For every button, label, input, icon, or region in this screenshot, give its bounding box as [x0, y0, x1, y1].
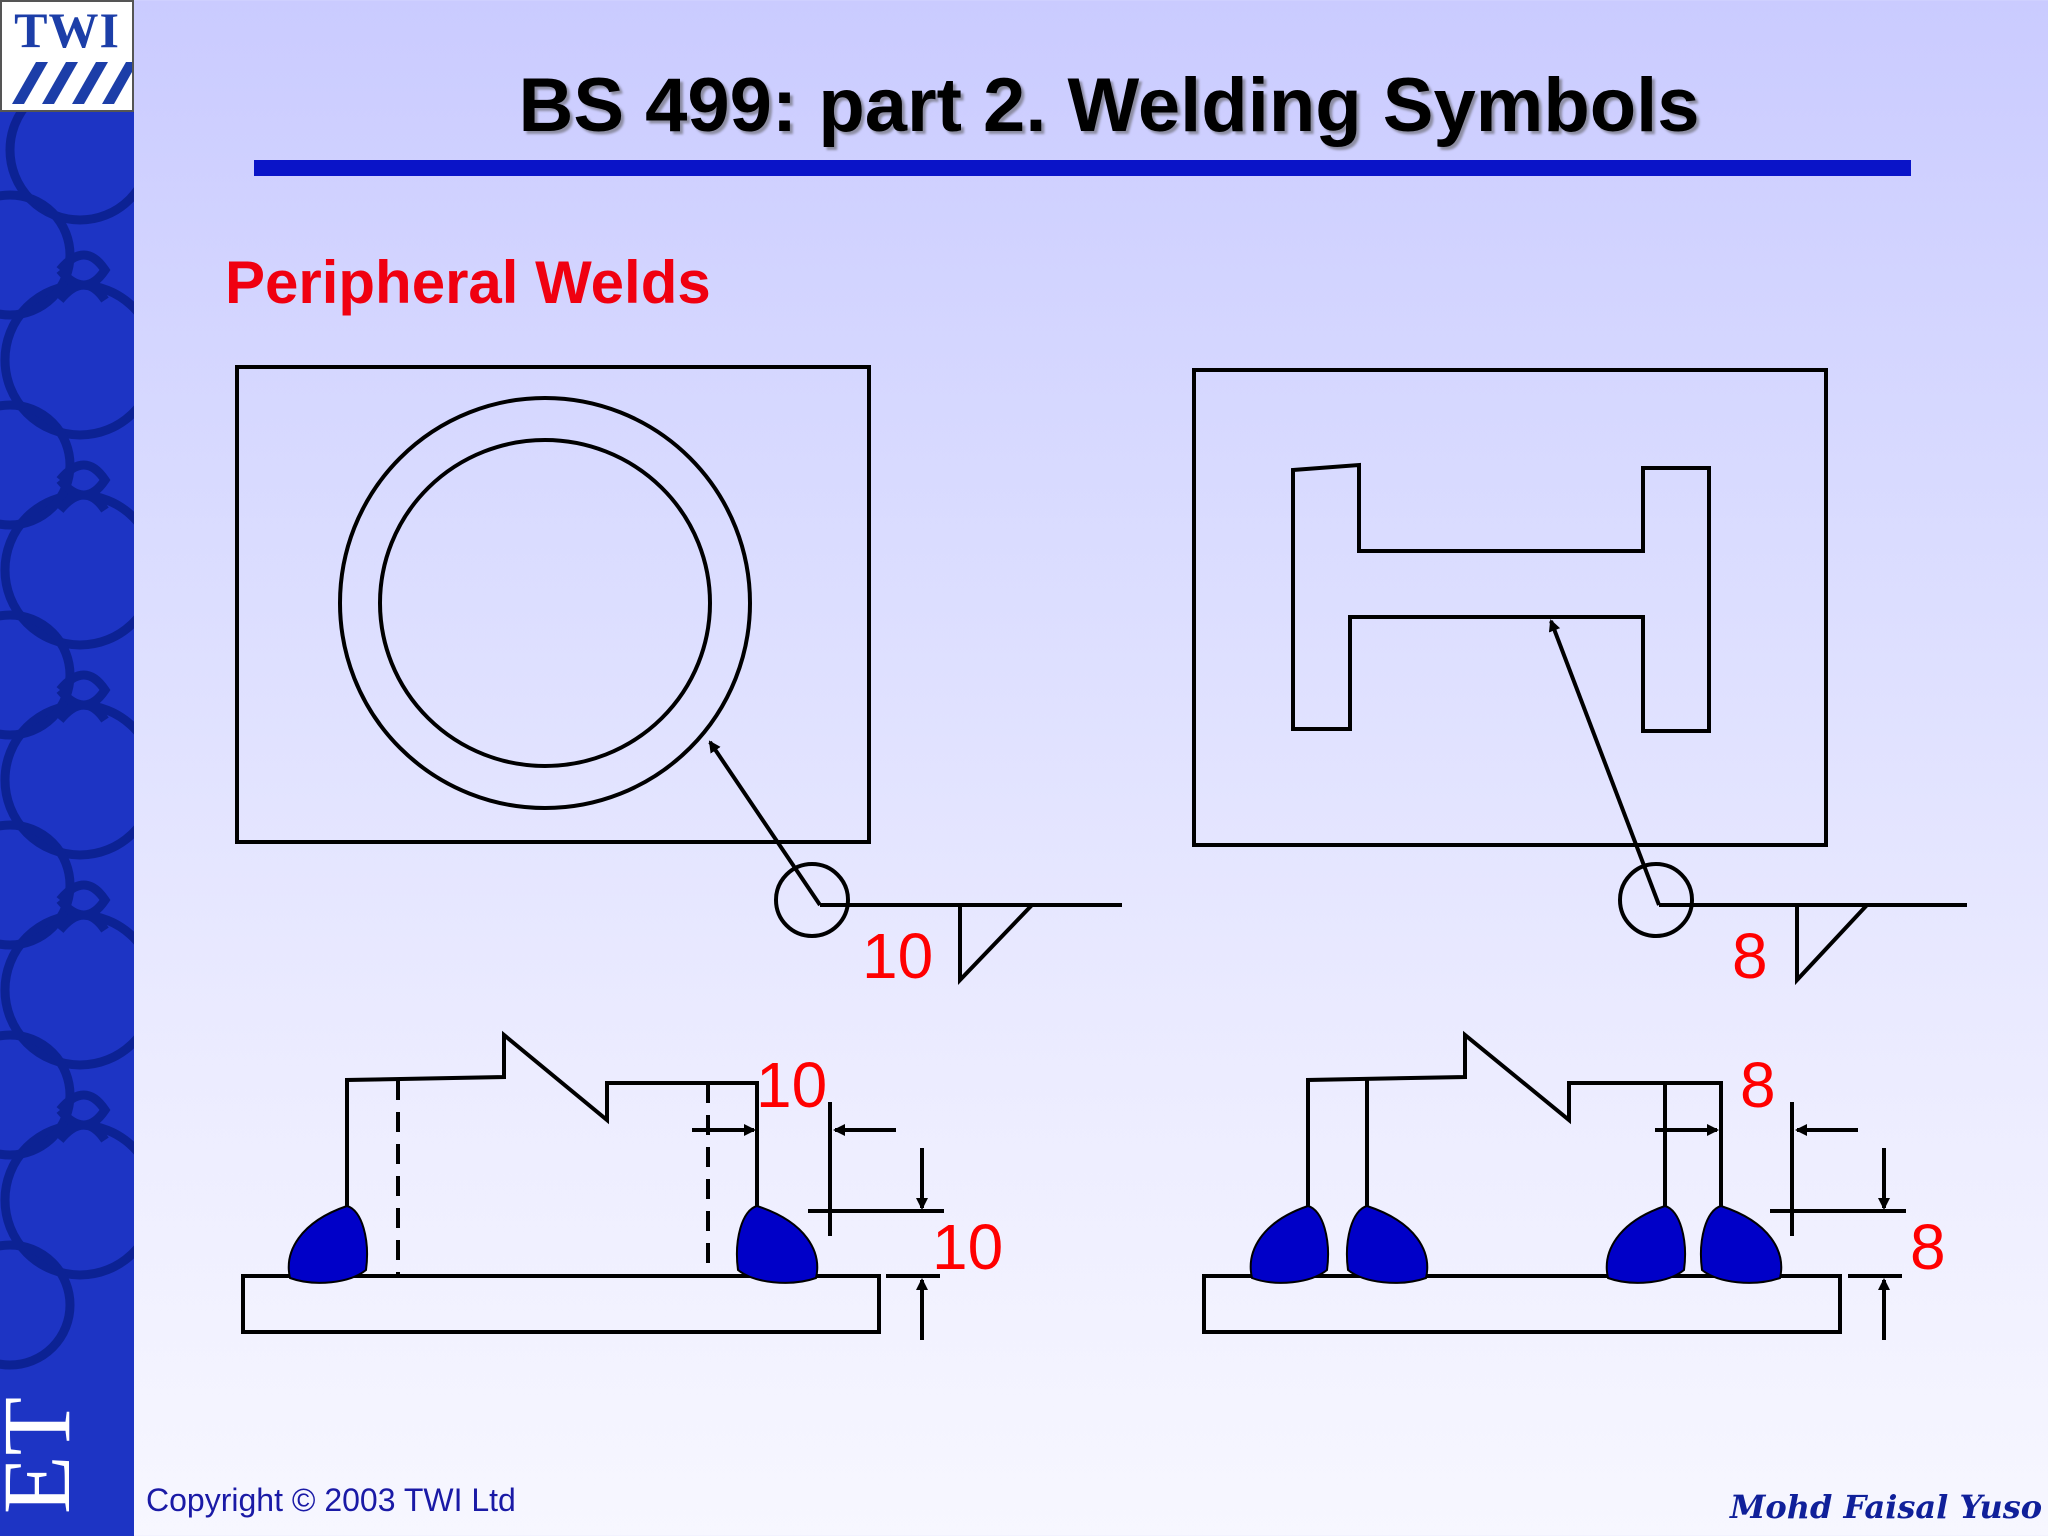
left-base-plate — [241, 1274, 881, 1334]
section-heading: Peripheral Welds — [225, 249, 711, 316]
right-base-plate — [1202, 1274, 1842, 1334]
right-plan-view — [1192, 368, 1967, 986]
right-weld-bead-4 — [1700, 1204, 1783, 1284]
left-plan-view — [235, 365, 1122, 985]
right-arrow-line — [1548, 619, 1661, 906]
left-fillet-symbol — [958, 903, 1034, 985]
left-tube-profile — [345, 1030, 759, 1208]
right-height-dim: 8 — [1910, 1211, 1946, 1283]
left-height-dim: 10 — [932, 1211, 1003, 1283]
right-section-profile — [1306, 1030, 1723, 1208]
left-weld-bead-2 — [736, 1204, 819, 1284]
i-section-outline — [1291, 462, 1711, 733]
left-arrow-line — [708, 740, 822, 907]
right-symbol-size: 8 — [1732, 920, 1768, 992]
left-section-view — [241, 1030, 944, 1340]
twi-logo: TWI — [0, 0, 134, 112]
right-weld-bead-1 — [1249, 1204, 1329, 1284]
right-weld-all-around-circle — [1618, 862, 1694, 938]
copyright-notice: Copyright © 2003 TWI Ltd — [146, 1482, 516, 1518]
right-plate-outline — [1192, 368, 1828, 847]
left-symbol-size: 10 — [862, 920, 933, 992]
inner-circle — [378, 438, 712, 768]
right-fillet-symbol — [1795, 903, 1869, 986]
left-weld-all-around-circle — [774, 862, 850, 938]
author-signature: Mohd Faisal Yuso — [1730, 1488, 2043, 1526]
slide-title: BS 499: part 2. Welding Symbols — [518, 63, 1700, 148]
title-underline — [254, 160, 1911, 176]
logo-text: TWI — [14, 2, 120, 58]
logo-stripes — [12, 62, 132, 104]
right-weld-bead-3 — [1605, 1204, 1686, 1284]
outer-circle — [338, 396, 752, 810]
right-weld-bead-2 — [1346, 1204, 1429, 1284]
left-weld-bead-1 — [287, 1204, 368, 1284]
sidebar-band: TWI ET — [0, 0, 134, 1536]
right-leg-dim: 8 — [1740, 1049, 1776, 1121]
left-leg-dim: 10 — [756, 1049, 827, 1121]
right-section-view — [1202, 1030, 1906, 1340]
sidebar-pattern — [0, 75, 134, 1370]
left-plate-outline — [235, 365, 871, 844]
